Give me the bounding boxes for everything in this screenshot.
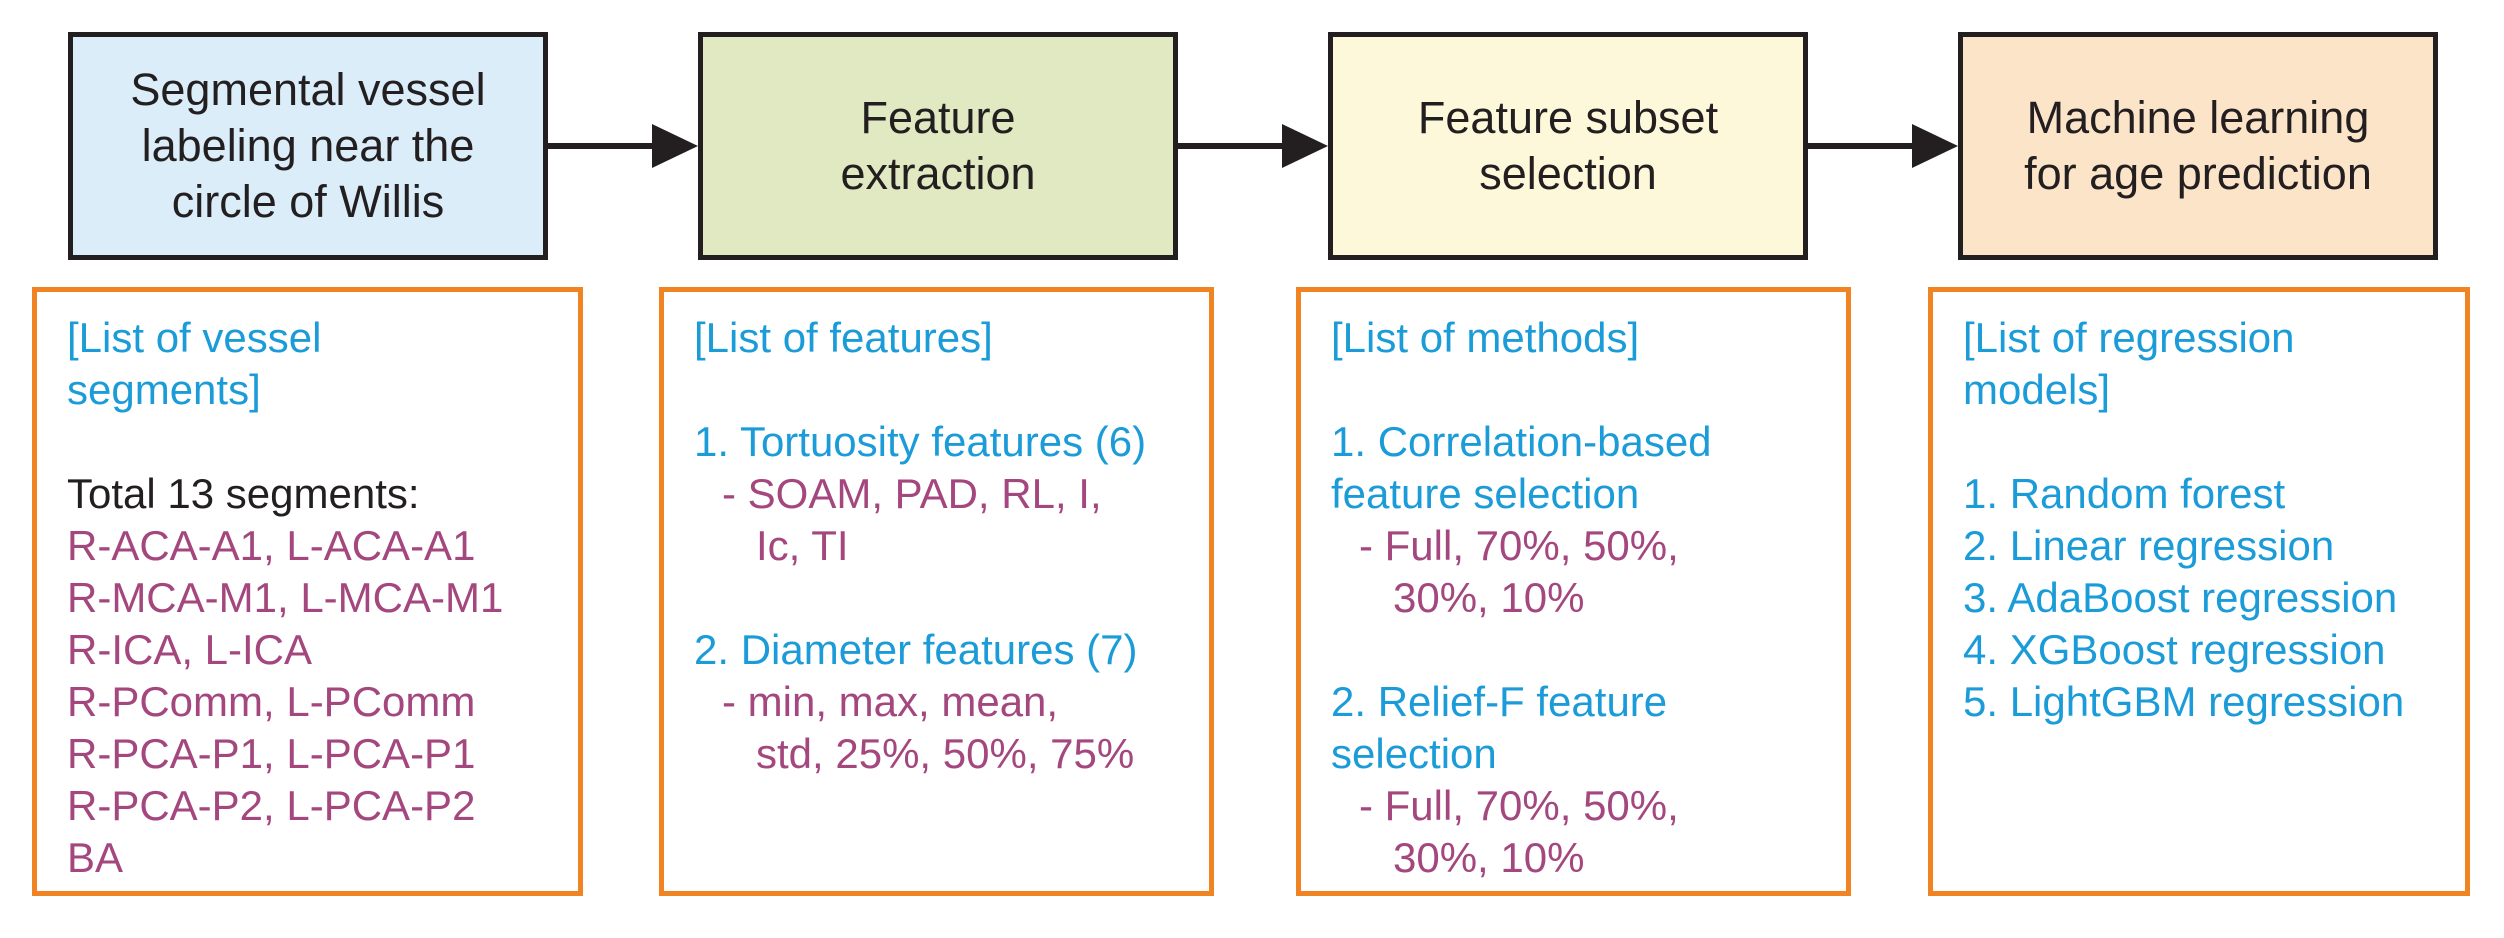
detail-line xyxy=(694,572,1193,624)
detail-line: 30%, 10% xyxy=(1393,834,1585,881)
detail-line: [List of regression xyxy=(1963,314,2295,361)
stage-title-line: labeling near the xyxy=(141,120,475,171)
arrow-head xyxy=(1282,124,1328,168)
detail-box-vessel-segments: [List of vessel segments] Total 13 segmen… xyxy=(32,287,583,896)
stage-title-line: extraction xyxy=(840,148,1036,199)
arrow-head xyxy=(1912,124,1958,168)
detail-line: [List of methods] xyxy=(1331,314,1640,361)
detail-line: - min, max, mean, xyxy=(722,678,1059,725)
stage-title-line: circle of Willis xyxy=(171,176,445,227)
detail-line: Total 13 segments: xyxy=(67,470,420,517)
detail-box-methods: [List of methods] 1. Correlation-based fe… xyxy=(1296,287,1851,896)
detail-line: 1. Random forest xyxy=(1963,470,2286,517)
detail-line xyxy=(694,364,1193,416)
detail-line: 1. Tortuosity features (6) xyxy=(694,418,1147,465)
arrow-shaft xyxy=(1808,143,1918,149)
stage-title-line: for age prediction xyxy=(2024,148,2372,199)
detail-box-features: [List of features] 1. Tortuosity feature… xyxy=(659,287,1214,896)
detail-line: 2. Relief-F feature xyxy=(1331,678,1668,725)
detail-line: segments] xyxy=(67,366,261,413)
detail-line: R-PCA-P1, L-PCA-P1 xyxy=(67,730,476,777)
detail-line: R-ICA, L-ICA xyxy=(67,626,313,673)
detail-line: R-MCA-M1, L-MCA-M1 xyxy=(67,574,504,621)
stage-box-feature-extraction: Feature extraction xyxy=(698,32,1178,260)
detail-line xyxy=(1331,624,1830,676)
detail-line: 5. LightGBM regression xyxy=(1963,678,2405,725)
detail-line: 30%, 10% xyxy=(1393,574,1585,621)
stage-box-machine-learning-age-prediction: Machine learning for age prediction xyxy=(1958,32,2438,260)
detail-line: - Full, 70%, 50%, xyxy=(1359,522,1679,569)
detail-line: R-PComm, L-PComm xyxy=(67,678,476,725)
stage-box-segmental-vessel-labeling: Segmental vessel labeling near the circl… xyxy=(68,32,548,260)
detail-line: Ic, TI xyxy=(756,522,849,569)
detail-line: 2. Diameter features (7) xyxy=(694,626,1138,673)
detail-line xyxy=(1963,416,2449,468)
detail-line: models] xyxy=(1963,366,2111,413)
arrow-shaft xyxy=(548,143,658,149)
arrow-shaft xyxy=(1178,143,1288,149)
detail-line: 2. Linear regression xyxy=(1963,522,2335,569)
detail-box-regression-models: [List of regression models] 1. Random for… xyxy=(1928,287,2470,896)
detail-line: selection xyxy=(1331,730,1497,777)
detail-line: 3. AdaBoost regression xyxy=(1963,574,2398,621)
detail-line: - Full, 70%, 50%, xyxy=(1359,782,1679,829)
detail-line: std, 25%, 50%, 75% xyxy=(756,730,1135,777)
detail-line: - SOAM, PAD, RL, I, xyxy=(722,470,1102,517)
detail-line: R-PCA-P2, L-PCA-P2 xyxy=(67,782,476,829)
stage-title-line: Machine learning xyxy=(2026,92,2370,143)
stage-title-line: selection xyxy=(1479,148,1657,199)
detail-line: 1. Correlation-based xyxy=(1331,418,1712,465)
detail-line: [List of vessel xyxy=(67,314,322,361)
stage-title-line: Segmental vessel xyxy=(130,64,486,115)
detail-line: BA xyxy=(67,834,124,881)
stage-box-feature-subset-selection: Feature subset selection xyxy=(1328,32,1808,260)
stage-title-line: Feature subset xyxy=(1417,92,1719,143)
detail-line xyxy=(67,416,562,468)
detail-line xyxy=(1331,364,1830,416)
detail-line: R-ACA-A1, L-ACA-A1 xyxy=(67,522,476,569)
detail-line: 4. XGBoost regression xyxy=(1963,626,2386,673)
detail-line: [List of features] xyxy=(694,314,993,361)
arrow-head xyxy=(652,124,698,168)
stage-title-line: Feature xyxy=(860,92,1016,143)
detail-line: feature selection xyxy=(1331,470,1640,517)
